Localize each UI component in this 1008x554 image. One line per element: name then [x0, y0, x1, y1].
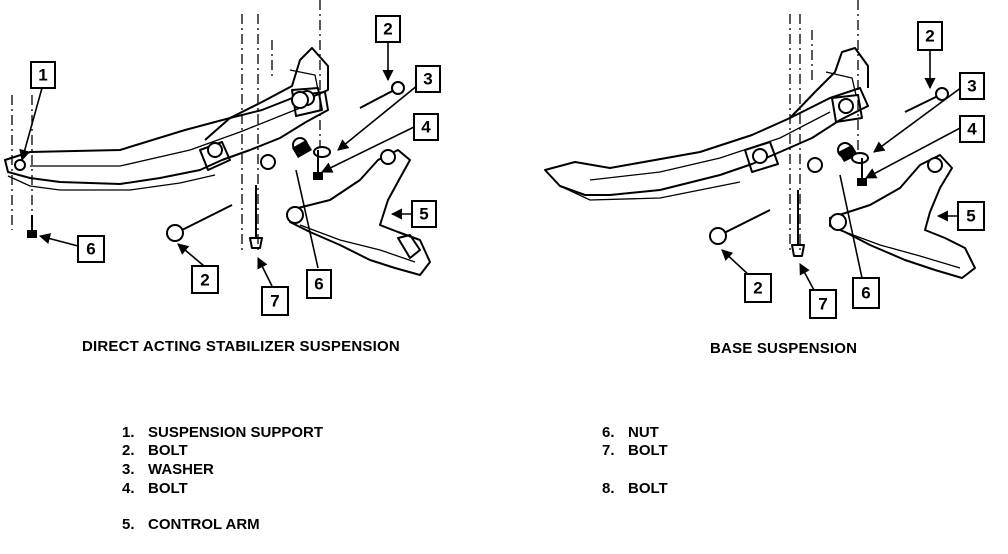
legend-item: 8.BOLT — [602, 480, 668, 497]
svg-text:4: 4 — [967, 120, 977, 139]
legend-item: 5.CONTROL ARM — [122, 516, 260, 533]
callout-right-3: 3 — [959, 72, 985, 100]
legend-item: 2.BOLT — [122, 442, 188, 459]
svg-text:2: 2 — [383, 20, 392, 39]
callout-left-4: 4 — [413, 113, 439, 141]
legend-item: 1.SUSPENSION SUPPORT — [122, 424, 324, 441]
left-assembly: 1 2 3 4 5 6 2 7 — [4, 0, 441, 316]
callout-left-1: 1 — [30, 61, 56, 89]
svg-text:3: 3 — [967, 77, 976, 96]
callout-right-2-top: 2 — [917, 21, 943, 51]
svg-text:2: 2 — [925, 27, 934, 46]
callout-left-2-top: 2 — [375, 15, 401, 43]
callout-left-7: 7 — [261, 286, 289, 316]
callout-right-6: 6 — [852, 277, 880, 309]
svg-text:3: 3 — [423, 70, 432, 89]
control-arm-part — [286, 149, 431, 276]
callout-right-7: 7 — [809, 289, 837, 319]
callout-right-4: 4 — [959, 115, 985, 143]
svg-text:1: 1 — [38, 66, 47, 85]
svg-text:5: 5 — [966, 207, 975, 226]
legend-item: 7.BOLT — [602, 442, 668, 459]
svg-text:2: 2 — [753, 279, 762, 298]
svg-text:7: 7 — [818, 295, 827, 314]
suspension-support-part — [4, 47, 329, 191]
svg-text:6: 6 — [86, 240, 95, 259]
callout-right-2-bottom: 2 — [744, 273, 772, 303]
caption-base: BASE SUSPENSION — [710, 340, 858, 357]
svg-text:2: 2 — [200, 271, 209, 290]
callout-left-5: 5 — [411, 200, 437, 228]
callout-left-6-bottom: 6 — [77, 235, 105, 263]
svg-text:5: 5 — [419, 205, 428, 224]
legend-item: 6.NUT — [602, 424, 659, 441]
caption-direct-acting: DIRECT ACTING STABILIZER SUSPENSION — [82, 338, 400, 355]
callout-left-3: 3 — [415, 65, 441, 93]
svg-text:4: 4 — [421, 118, 431, 137]
legend-item: 4.BOLT — [122, 480, 188, 497]
right-assembly: 2 3 4 5 6 2 7 — [544, 0, 985, 319]
suspension-support-part-base — [544, 47, 869, 201]
svg-text:6: 6 — [314, 275, 323, 294]
callout-right-5: 5 — [957, 201, 985, 231]
control-arm-part-base — [829, 154, 976, 279]
legend-item: 3.WASHER — [122, 461, 214, 478]
callout-left-2-bottom: 2 — [191, 265, 219, 294]
callout-left-6-nut: 6 — [306, 269, 332, 299]
svg-text:6: 6 — [861, 284, 870, 303]
svg-text:7: 7 — [270, 292, 279, 311]
legend-right: 6.NUT 7.BOLT 8.BOLT — [602, 424, 802, 514]
legend-left: 1.SUSPENSION SUPPORT 2.BOLT 3.WASHER 4.B… — [122, 424, 442, 544]
